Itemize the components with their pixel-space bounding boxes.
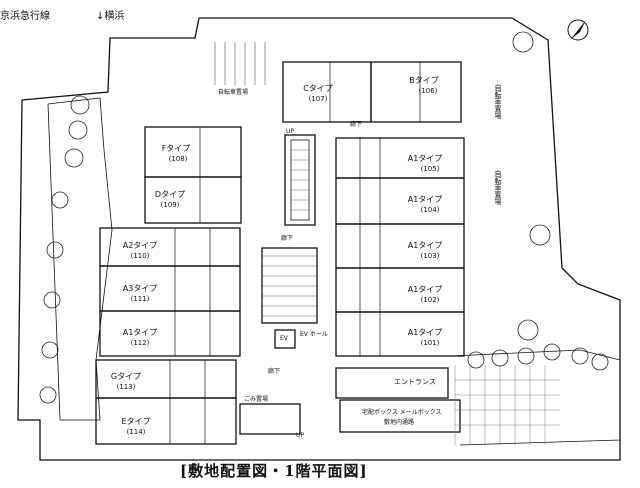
corridor-label: 廊下 xyxy=(281,235,294,242)
unit-room-label: (101) xyxy=(420,339,440,347)
unit-a1-101-outline xyxy=(335,311,465,357)
unit-type-label: A1タイプ xyxy=(407,241,443,250)
site-boundary xyxy=(17,17,621,461)
bicycle-parking-label: 自転車置場 xyxy=(494,84,502,119)
unit-type-label: A1タイプ xyxy=(407,285,443,294)
ev-label: EV xyxy=(280,335,288,342)
unit-room-label: (110) xyxy=(130,252,150,260)
unit-a1-105-outline xyxy=(335,137,465,179)
bicycle-parking-label: 自転車置場 xyxy=(494,170,502,205)
unit-type-label: Bタイプ xyxy=(409,76,439,85)
unit-type-label: Dタイプ xyxy=(154,190,186,199)
unit-type-label: Gタイプ xyxy=(110,372,142,381)
unit-a3-outline xyxy=(99,265,241,312)
entrance-label: エントランス xyxy=(394,378,436,386)
unit-type-label: Cタイプ xyxy=(303,84,333,93)
unit-type-label: A1タイプ xyxy=(407,154,443,163)
unit-a1-102-outline xyxy=(335,267,465,313)
unit-b-outline xyxy=(370,61,462,123)
lower-annex xyxy=(339,399,461,433)
ev-box xyxy=(274,329,296,349)
corridor-label: 廊下 xyxy=(350,121,363,128)
unit-room-label: (114) xyxy=(126,428,146,436)
unit-room-label: (113) xyxy=(116,383,136,391)
plan-caption: [敷地配置図・1階平面図] xyxy=(180,462,368,480)
unit-room-label: (106) xyxy=(418,87,438,95)
site-passage-label: 敷地内通路 xyxy=(384,419,415,426)
unit-a1-104-outline xyxy=(335,177,465,225)
unit-type-label: Fタイプ xyxy=(161,144,191,153)
north-arrow-icon xyxy=(567,19,589,41)
garbage-room xyxy=(239,403,301,435)
unit-room-label: (102) xyxy=(420,296,440,304)
garbage-room-label: ごみ置場 xyxy=(244,396,269,403)
direction-label: ↓横浜 xyxy=(96,11,125,22)
unit-room-label: (105) xyxy=(420,165,440,173)
corridor-label: 廊下 xyxy=(268,368,281,375)
unit-room-label: (111) xyxy=(130,295,150,303)
unit-type-label: A1タイプ xyxy=(122,328,158,337)
unit-f-outline xyxy=(144,126,242,178)
unit-type-label: Eタイプ xyxy=(121,417,151,426)
unit-room-label: (109) xyxy=(160,201,180,209)
unit-room-label: (108) xyxy=(168,155,188,163)
stairs-up-label: UP xyxy=(286,128,295,135)
unit-d-outline xyxy=(144,176,242,224)
stairs xyxy=(284,134,316,226)
unit-a1-112-outline xyxy=(99,310,241,357)
unit-room-label: (112) xyxy=(130,339,150,347)
unit-type-label: A3タイプ xyxy=(122,284,158,293)
unit-a2-outline xyxy=(99,227,241,267)
bicycle-parking-label: 自転車置場 xyxy=(218,89,249,96)
stairs-up-label: UP xyxy=(296,432,305,439)
unit-type-label: A2タイプ xyxy=(122,241,158,250)
unit-room-label: (104) xyxy=(420,206,440,214)
site-inner-left xyxy=(47,97,113,421)
railway-label: 京浜急行線 xyxy=(0,11,50,22)
ev-hall-label: EV ホール xyxy=(300,331,328,338)
unit-a1-103-outline xyxy=(335,223,465,269)
right-ground xyxy=(451,349,621,446)
unit-e-outline xyxy=(95,397,237,445)
unit-type-label: A1タイプ xyxy=(407,328,443,337)
unit-type-label: A1タイプ xyxy=(407,195,443,204)
unit-room-label: (103) xyxy=(420,252,440,260)
unit-room-label: (107) xyxy=(308,95,328,103)
entrance-block xyxy=(335,367,449,399)
tree-icons xyxy=(39,31,609,404)
center-void xyxy=(261,247,318,324)
mailbox-label: 宅配ボックス メールボックス xyxy=(362,409,442,416)
